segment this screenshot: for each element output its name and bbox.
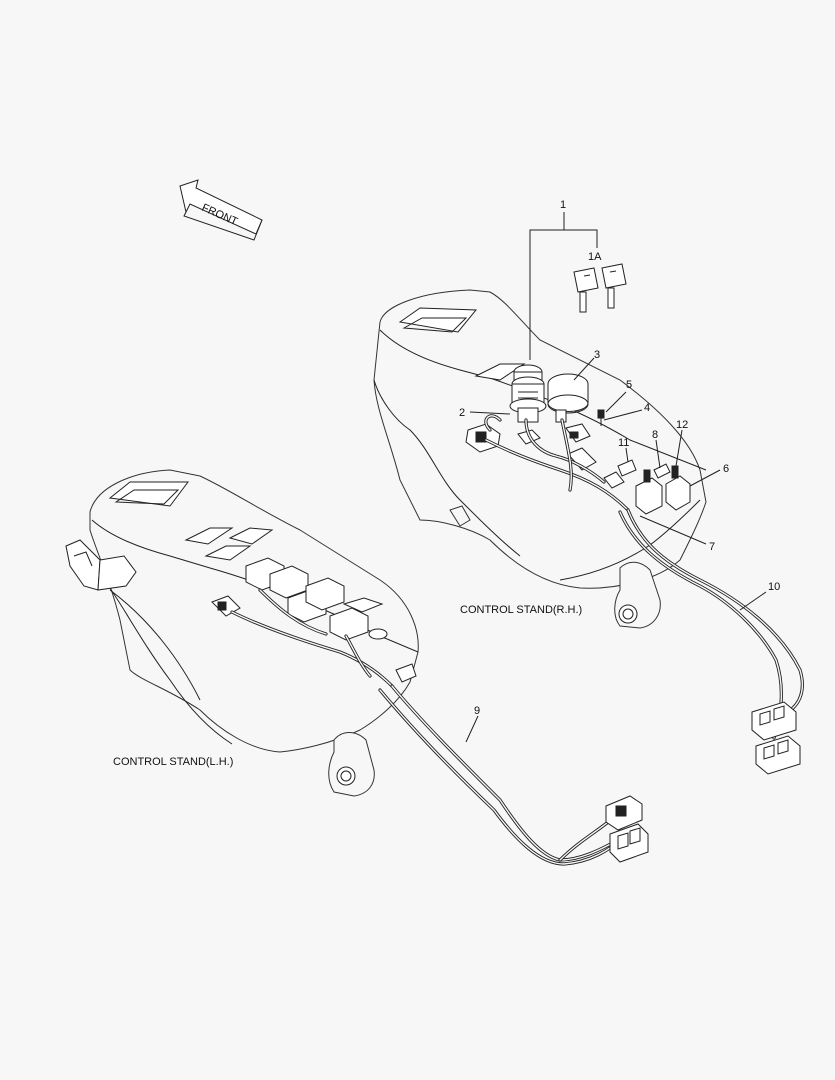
callout-4: 4 [644, 402, 650, 414]
control-stand-rh [373, 289, 707, 629]
callout-5: 5 [626, 379, 632, 391]
lh-end-connectors [605, 795, 649, 863]
callout-11: 11 [618, 437, 629, 449]
callout-8: 8 [652, 429, 658, 441]
front-arrow-icon: FRONT [179, 179, 263, 241]
toggle-switches [617, 459, 691, 515]
rh-end-connectors [751, 701, 801, 775]
screw-icon [597, 409, 605, 426]
callout-1: 1 [560, 199, 566, 211]
callout-9: 9 [474, 705, 480, 717]
key-switch [509, 364, 547, 423]
caption-control-stand-rh: CONTROL STAND(R.H.) [460, 604, 582, 616]
callout-6: 6 [723, 463, 729, 475]
callout-10: 10 [768, 581, 780, 593]
callout-12: 12 [676, 419, 688, 431]
key-icon [573, 263, 627, 313]
control-stand-lh [65, 469, 419, 797]
callout-2: 2 [459, 407, 465, 419]
callouts: 1 1A 2 3 4 5 6 7 8 9 10 11 12 [459, 199, 780, 743]
cover-cap [547, 373, 589, 423]
caption-control-stand-lh: CONTROL STAND(L.H.) [113, 756, 233, 768]
callout-7: 7 [709, 541, 715, 553]
callout-3: 3 [594, 349, 600, 361]
callout-1a: 1A [588, 251, 602, 263]
